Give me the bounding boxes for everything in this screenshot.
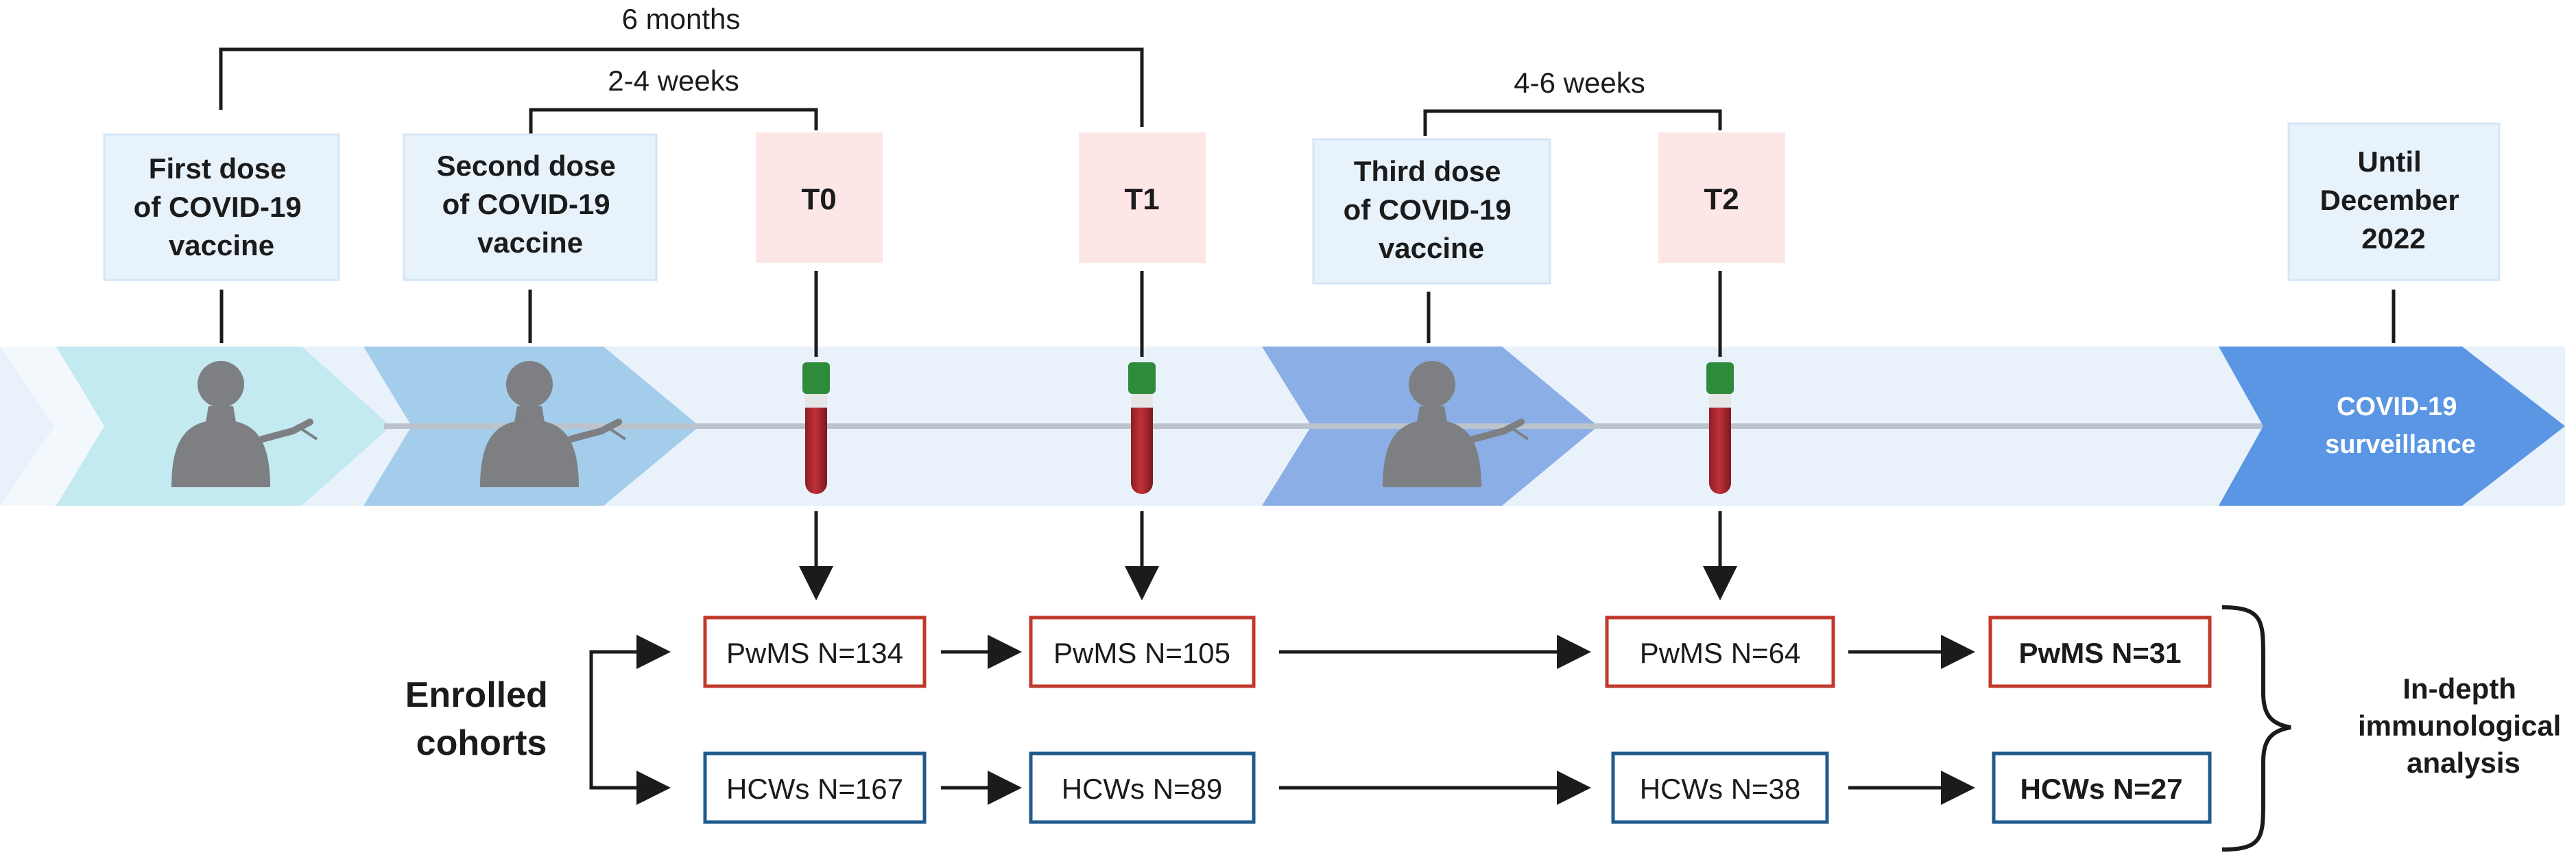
svg-text:First dose of COVID-19: First dose of COVID-19 vaccine (134, 152, 310, 261)
svg-text:T2: T2 (1704, 183, 1739, 216)
bracket-4-6-weeks-label: 4-6 weeks (1514, 67, 1645, 99)
pwms-t1-count: PwMS N=105 (1053, 637, 1230, 669)
blood-tube-icon (1128, 362, 1156, 494)
bracket-6-months-label: 6 months (622, 3, 741, 35)
pwms-final-count: PwMS N=31 (2019, 637, 2182, 669)
surveillance-label: COVID-19 surveillance (2325, 393, 2476, 459)
bracket-6-months: 6 months (219, 3, 1144, 127)
event-until-december: Until December 2022 (2287, 122, 2501, 343)
timepoint-t2: T2 (1658, 132, 1785, 357)
svg-text:Second dose of COVID-19: Second dose of COVID-19 vaccine (436, 150, 623, 259)
curly-brace (2221, 605, 2291, 852)
svg-text:Until December 202: Until December 2022 (2320, 145, 2468, 255)
timepoint-t1: T1 (1079, 132, 1206, 357)
vaccinated-person-icon (171, 361, 318, 487)
bracket-2-4-weeks-label: 2-4 weeks (608, 65, 739, 97)
hcws-t0-count: HCWs N=167 (726, 773, 903, 805)
pwms-t2-count: PwMS N=64 (1640, 637, 1801, 669)
down-arrows (799, 511, 1737, 600)
svg-text:T0: T0 (801, 183, 836, 216)
event-first-dose: First dose of COVID-19 vaccine (103, 133, 340, 343)
blood-tube-icon (1706, 362, 1734, 494)
svg-text:Third dose of COVID-19: Third dose of COVID-19 vaccine (1344, 155, 1520, 264)
bracket-4-6-weeks: 4-6 weeks (1423, 67, 1722, 136)
event-third-dose: Third dose of COVID-19 vaccine (1312, 138, 1551, 343)
enrolled-split-arrows (589, 635, 671, 805)
chevron-surveillance (2219, 347, 2565, 506)
hcws-t1-count: HCWs N=89 (1062, 773, 1223, 805)
enrolled-cohorts-label: Enrolled cohorts (405, 675, 558, 763)
timepoint-t0: T0 (756, 132, 883, 357)
hcws-row: HCWs N=167 HCWs N=89 HCWs N=38 HCWs N=27 (703, 751, 2212, 824)
vaccinated-person-icon (480, 361, 627, 487)
svg-text:T1: T1 (1124, 183, 1159, 216)
pwms-t0-count: PwMS N=134 (726, 637, 903, 669)
bracket-2-4-weeks: 2-4 weeks (529, 65, 818, 134)
vaccinated-person-icon (1383, 361, 1529, 487)
hcws-t2-count: HCWs N=38 (1640, 773, 1801, 805)
blood-tube-icon (802, 362, 830, 494)
event-second-dose: Second dose of COVID-19 vaccine (403, 133, 658, 343)
analysis-label: In-depth immunological analysis (2358, 672, 2569, 779)
pwms-row: PwMS N=134 PwMS N=105 PwMS N=64 PwMS N=3… (703, 616, 2212, 688)
hcws-final-count: HCWs N=27 (2020, 773, 2183, 805)
